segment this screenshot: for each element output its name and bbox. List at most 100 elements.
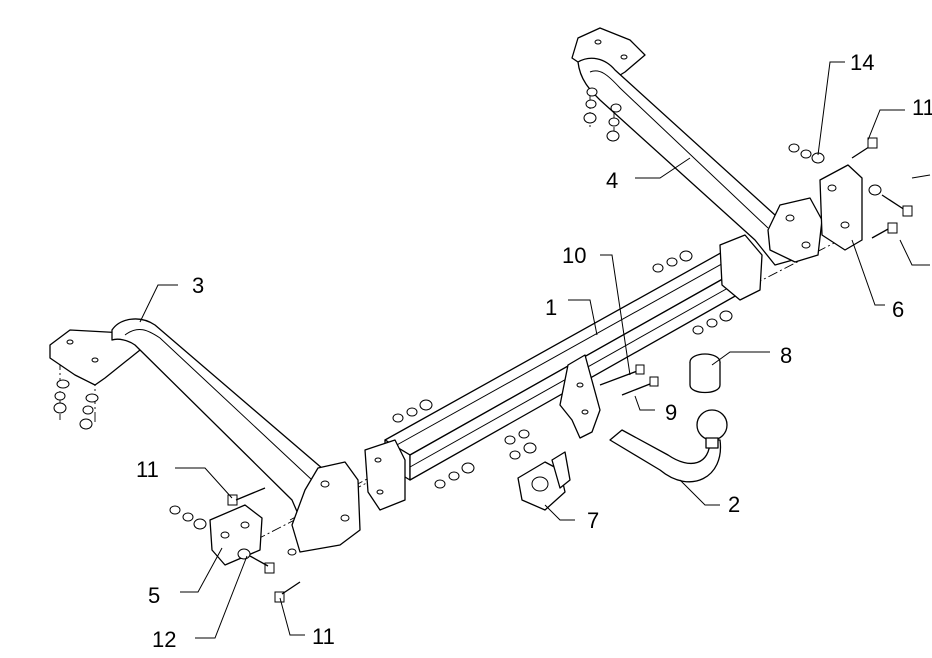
socket-plate-tab (551, 451, 571, 489)
callout-6: 6 (892, 297, 904, 322)
right-bracket-hole-2 (801, 241, 811, 249)
left-mounting-plate (209, 504, 263, 566)
left-plate-body (209, 504, 263, 566)
left-arm-fasteners (53, 379, 99, 430)
leader-right-edge-1 (911, 174, 931, 179)
leader-14 (817, 61, 845, 156)
callout-labels: 1 2 3 4 5 6 7 8 9 10 11 11 11 12 14 (136, 50, 932, 652)
beam-center-bracket (559, 354, 601, 439)
leader-7 (544, 504, 575, 521)
tow-ball (696, 409, 728, 441)
ball-cover (689, 353, 721, 394)
washer-icon (585, 99, 597, 109)
plate-hole (374, 457, 382, 463)
washer-icon (610, 103, 622, 113)
beam-fasteners (392, 250, 733, 489)
bolt-icon (881, 194, 906, 211)
washer-icon (692, 325, 704, 335)
callout-11-bottom: 11 (312, 624, 335, 649)
beam-right-end-plate (719, 234, 763, 301)
leader-11a (175, 467, 233, 499)
leader-10 (600, 254, 631, 376)
leader-9 (634, 395, 655, 411)
center-bolts (599, 364, 659, 396)
leader-2 (679, 479, 720, 506)
socket-plate-hole (531, 476, 549, 492)
washer-icon (608, 117, 620, 127)
left-side-arm (49, 318, 361, 556)
washer-icon (85, 393, 99, 403)
beam-left-end-plate (364, 439, 406, 511)
ball-cover-body (689, 362, 721, 394)
right-plate-body (819, 164, 863, 251)
left-bracket-hole-1 (320, 480, 330, 488)
tow-neck-body (609, 429, 722, 483)
washer-icon (586, 87, 598, 97)
nut-icon (169, 505, 181, 515)
callout-11-left: 11 (136, 457, 159, 482)
washer-icon (666, 257, 678, 267)
callout-7: 7 (587, 508, 599, 533)
washer-icon (868, 184, 882, 196)
callout-8: 8 (780, 343, 792, 368)
leader-6 (851, 239, 885, 306)
bolt-head-icon (635, 364, 645, 375)
leader-5 (180, 547, 223, 593)
callout-5: 5 (148, 583, 160, 608)
nut-icon (461, 462, 475, 474)
bolt-head-icon (264, 562, 275, 574)
callout-10: 10 (562, 243, 586, 268)
callout-2: 2 (728, 492, 740, 517)
right-plate-hole (827, 184, 837, 192)
bolt-icon (249, 555, 269, 567)
callout-1: 1 (545, 295, 557, 320)
washer-icon (518, 429, 530, 439)
bolt-head-icon (902, 205, 913, 217)
leader-11b (279, 597, 305, 636)
washer-icon (237, 548, 251, 560)
leader-lines (139, 61, 931, 639)
washer-icon (448, 471, 460, 481)
plate-hole (376, 489, 384, 495)
nut-icon (788, 143, 800, 153)
right-mount-hole-1 (594, 39, 602, 45)
left-mount-hole-1 (66, 339, 74, 345)
leader-4 (635, 157, 691, 179)
nut-icon (79, 418, 93, 430)
right-arm-fasteners (583, 87, 622, 142)
callout-3: 3 (192, 273, 204, 298)
beam-edge-line (394, 250, 746, 447)
right-arm-bracket (767, 197, 823, 263)
left-bracket-hole-2 (340, 514, 350, 522)
right-plate-hole (840, 221, 850, 229)
washer-icon (82, 405, 94, 415)
bolt-head-icon (227, 494, 238, 506)
nut-icon (606, 130, 620, 142)
bolt-head-icon (887, 222, 898, 234)
socket-plate (517, 451, 571, 511)
nut-icon (53, 402, 67, 414)
leader-12 (195, 555, 248, 639)
left-arm-bracket (291, 461, 361, 553)
nut-icon (419, 399, 433, 411)
nut-icon (719, 310, 733, 322)
right-plate-fasteners (788, 137, 913, 239)
washer-icon (54, 391, 66, 401)
bracket-hole (576, 382, 584, 388)
callout-14: 14 (850, 50, 874, 75)
washer-icon (182, 512, 194, 522)
washer-icon (652, 263, 664, 273)
washer-icon (509, 450, 521, 460)
callout-4: 4 (606, 168, 618, 193)
right-mounting-plate (819, 164, 863, 251)
callout-9: 9 (665, 400, 677, 425)
washer-icon (800, 149, 812, 159)
left-plate-hole (240, 521, 250, 529)
callout-11-right: 11 (912, 95, 932, 120)
left-mount-hole-2 (91, 357, 99, 363)
main-cross-beam (364, 234, 763, 511)
washer-icon (706, 318, 718, 328)
bolt-icon (599, 369, 641, 386)
leader-11c (867, 109, 905, 141)
